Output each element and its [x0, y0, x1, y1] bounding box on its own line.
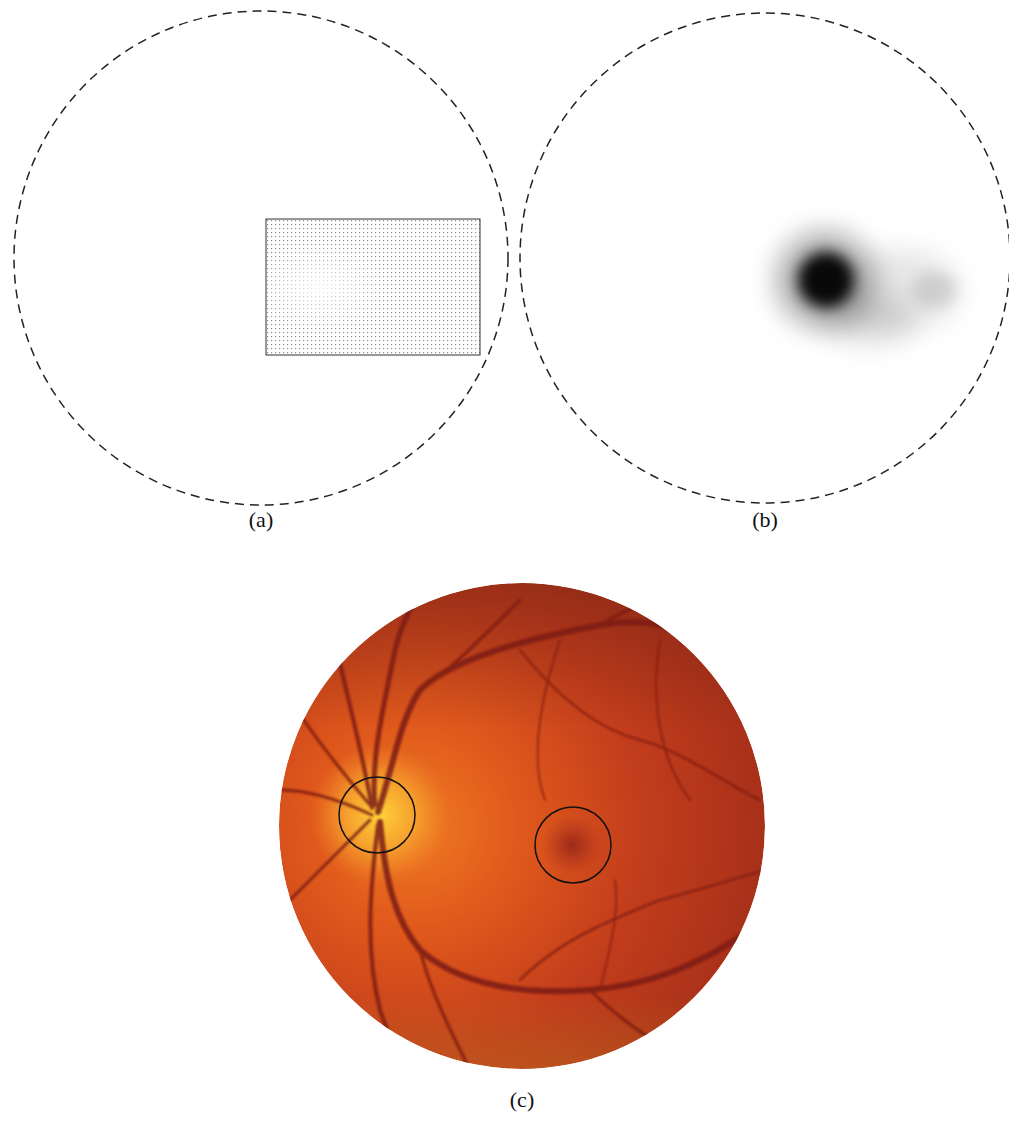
probability-map [777, 232, 960, 345]
optic-disc-marker [339, 777, 415, 853]
field-outline [520, 13, 1009, 503]
fundus-photo [279, 575, 765, 1075]
panel-label: (a) [249, 509, 273, 531]
panel-label: (b) [752, 509, 778, 531]
grid-border [266, 219, 480, 355]
grid-fade [266, 219, 480, 355]
panel-label: (c) [510, 1089, 534, 1111]
search-grid [266, 219, 480, 355]
fovea-marker [535, 807, 611, 883]
field-outline [14, 11, 508, 505]
